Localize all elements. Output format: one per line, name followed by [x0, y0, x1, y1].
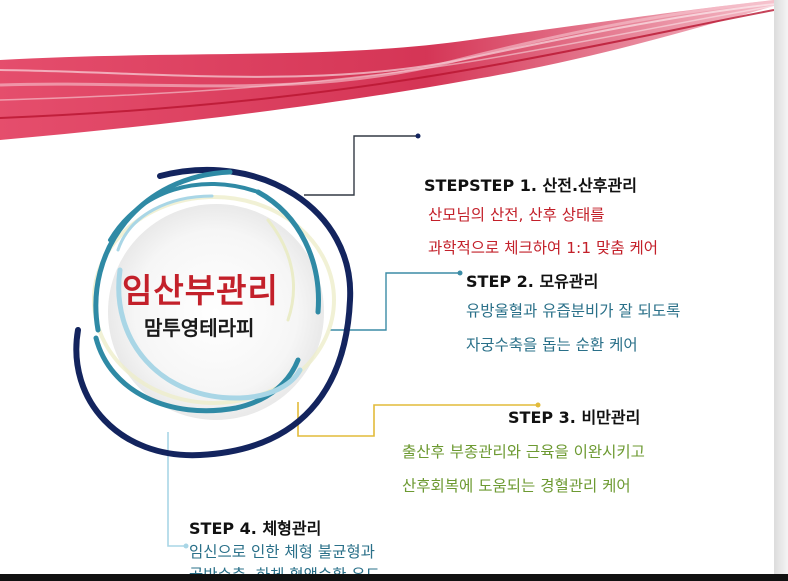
step1-line1: 산모님의 산전, 산후 상태를 [428, 206, 605, 224]
step4-heading: STEP 4. 체형관리 [189, 519, 322, 538]
step2-line1: 유방울혈과 유즙분비가 잘 되도록 [466, 302, 681, 320]
step2-line2: 자궁수축을 돕는 순환 케어 [466, 336, 638, 354]
center-subtitle: 맘투영테라피 [144, 316, 255, 340]
step1-heading: STEPSTEP 1. 산전.산후관리 [424, 176, 637, 195]
step3-line1: 출산후 부종관리와 근육을 이완시키고 [402, 443, 645, 461]
red-ribbon-decoration [0, 0, 774, 140]
step2-heading: STEP 2. 모유관리 [466, 272, 599, 291]
bottom-edge-strip [0, 574, 788, 581]
slide: 임산부관리 맘투영테라피 STEPSTEP 1. 산전.산후관리 산모님의 산전… [0, 0, 774, 574]
step4-line1: 임신으로 인한 체형 불균형과 [189, 543, 375, 561]
step3-heading: STEP 3. 비만관리 [508, 408, 641, 427]
right-edge-strip [774, 0, 788, 581]
step4-line2: 골반수축, 하체 혈액순환 유도 [189, 563, 380, 574]
center-title: 임산부관리 [122, 271, 279, 310]
center-circle-graphic [73, 166, 354, 459]
connector-lines [167, 133, 541, 549]
step1-line2: 과학적으로 체크하여 1:1 맞춤 케어 [428, 239, 659, 257]
step3-line2: 산후회복에 도움되는 경혈관리 케어 [402, 477, 631, 495]
